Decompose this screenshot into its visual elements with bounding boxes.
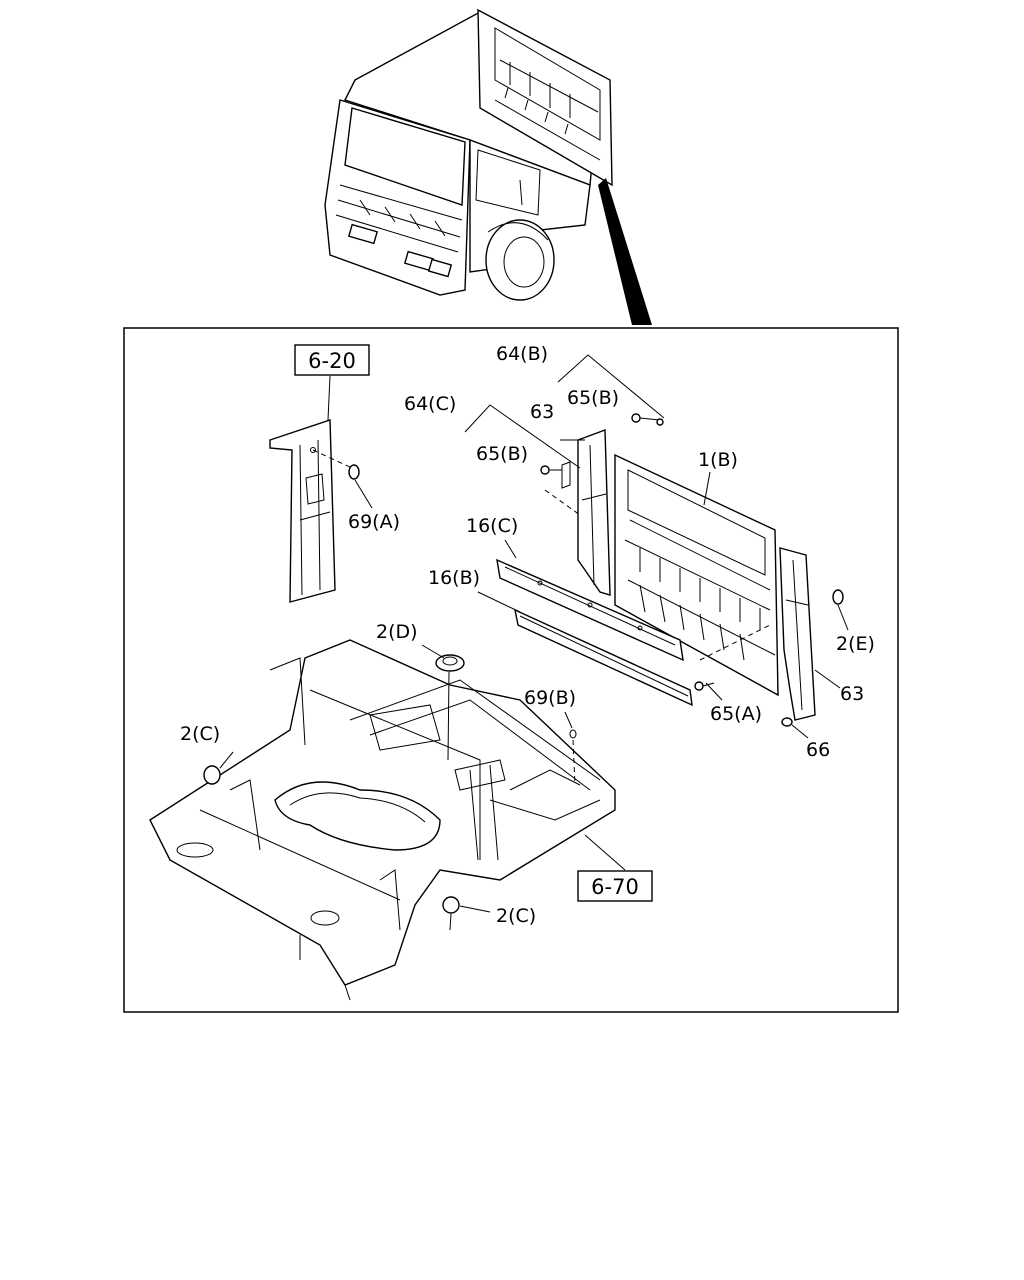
callout-2c-left: 2(C) [180, 723, 220, 745]
callout-65a: 65(A) [710, 703, 762, 725]
left-pillar-part [269, 419, 373, 603]
callout-66: 66 [806, 739, 830, 761]
floor-assembly-part [149, 639, 616, 1001]
callout-labels: 64(B) 65(B) 64(C) 63 65(B) 1(B) 69(A) 16… [180, 343, 875, 927]
ref-label-6-70: 6-70 [591, 875, 639, 899]
callout-2d: 2(D) [376, 621, 418, 643]
callout-1b: 1(B) [698, 449, 738, 471]
callout-16b: 16(B) [428, 567, 480, 589]
callout-64b: 64(B) [496, 343, 548, 365]
ref-label-6-20: 6-20 [308, 349, 356, 373]
ref-box-6-70: 6-70 [577, 870, 653, 902]
callout-64c: 64(C) [404, 393, 456, 415]
callout-16c: 16(C) [466, 515, 518, 537]
detail-frame [123, 327, 899, 1013]
right-pillar-part [779, 547, 849, 739]
callout-2c-bottom: 2(C) [496, 905, 536, 927]
callout-69a: 69(A) [348, 511, 400, 533]
callout-2e: 2(E) [836, 633, 875, 655]
ref-box-6-20: 6-20 [294, 344, 370, 376]
callout-63-top: 63 [530, 401, 554, 423]
callout-65b-mid: 65(B) [476, 443, 528, 465]
truck-cab-illustration [324, 8, 652, 325]
rear-panel-part [614, 453, 779, 697]
inner-pillar-part [577, 429, 611, 596]
callout-63-right: 63 [840, 683, 864, 705]
callout-65b-top: 65(B) [567, 387, 619, 409]
fasteners-and-leaders [327, 354, 841, 871]
callout-69b: 69(B) [524, 687, 576, 709]
sill-panels-part [496, 558, 693, 707]
